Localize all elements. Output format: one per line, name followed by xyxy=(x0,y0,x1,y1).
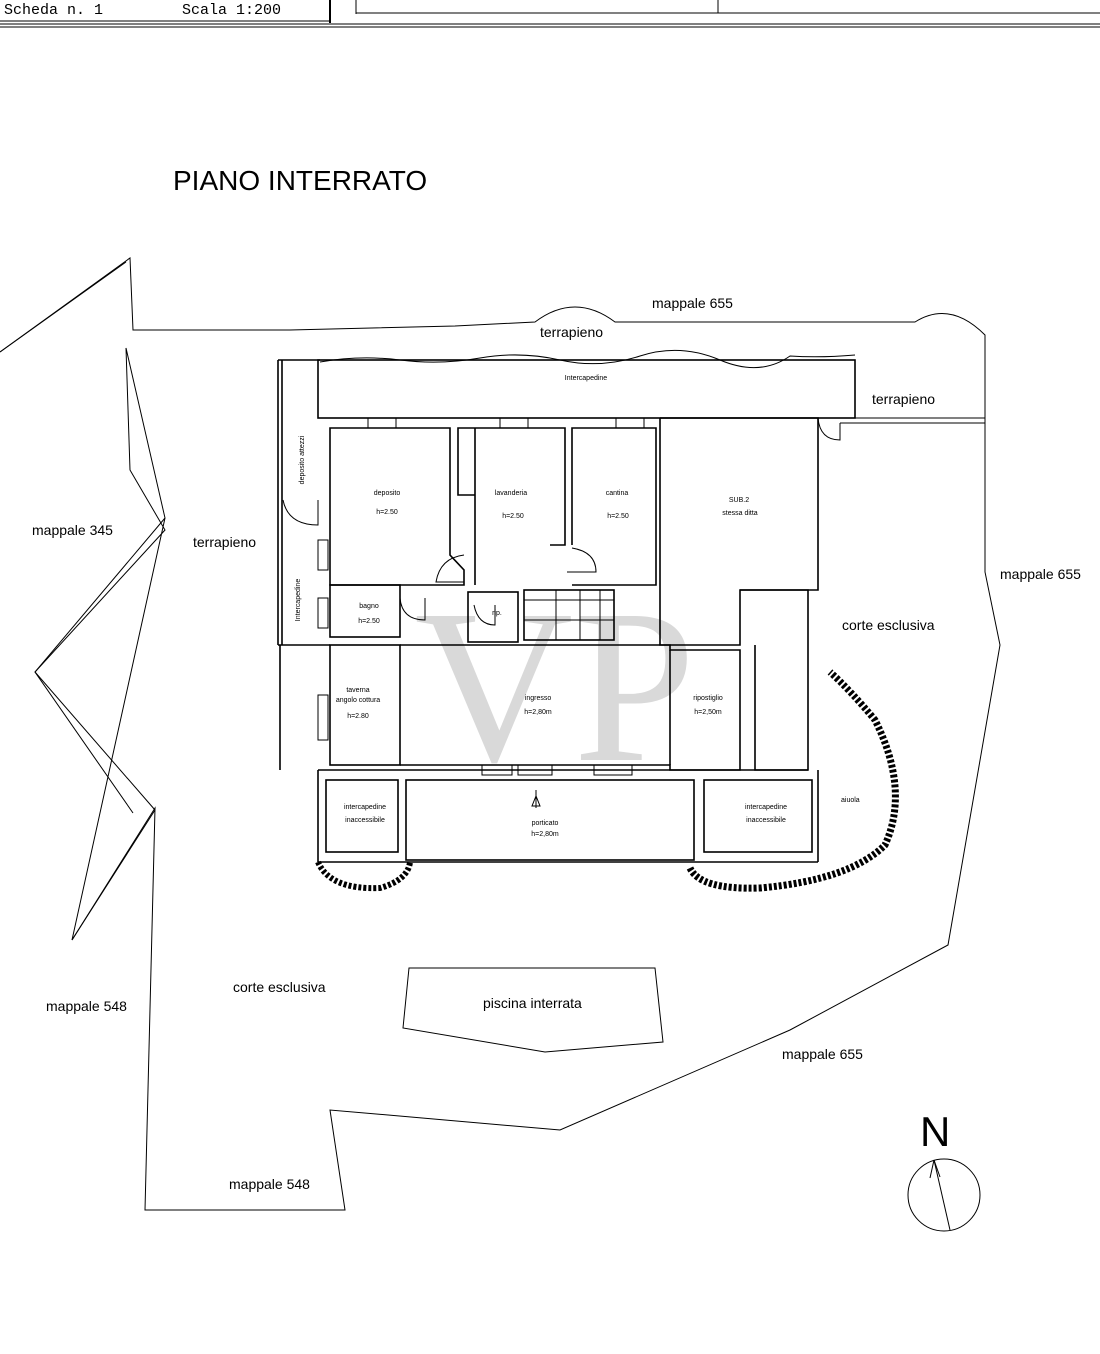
north-label: N xyxy=(920,1108,950,1155)
swimming-pool xyxy=(402,967,664,1053)
room-taverna-height: h=2.80 xyxy=(347,713,369,720)
room-lavanderia-height: h=2.50 xyxy=(502,513,524,520)
north-arrow: N xyxy=(907,1108,981,1232)
room-sub2-subtitle: stessa ditta xyxy=(722,510,758,517)
room-ripostiglio-height: h=2,50m xyxy=(694,709,722,716)
room-taverna: taverna xyxy=(346,687,369,694)
label-terrapieno-top: terrapieno xyxy=(540,324,603,340)
room-ingresso-height: h=2,80m xyxy=(524,709,552,716)
sheet-header: Scheda n. 1 Scala 1:200 xyxy=(0,0,1100,30)
header-frame xyxy=(0,0,1100,28)
room-lavanderia: lavanderia xyxy=(495,490,527,497)
room-ripostiglio-small: rip. xyxy=(492,610,502,617)
room-ripostiglio: ripostiglio xyxy=(693,695,723,702)
room-sub2: SUB.2 xyxy=(729,497,749,504)
sheet-number-label: Scheda n. 1 xyxy=(4,2,104,19)
room-taverna-subtitle: angolo cottura xyxy=(336,697,380,704)
entrance-arrow xyxy=(531,790,541,808)
room-cantina-height: h=2.50 xyxy=(607,513,629,520)
label-mappale-655-top: mappale 655 xyxy=(652,295,733,311)
label-mappale-548-bottom: mappale 548 xyxy=(229,1176,310,1192)
label-corte-esclusiva-right: corte esclusiva xyxy=(842,617,935,633)
room-intercapedine-top: Intercapedine xyxy=(565,375,608,382)
door-swings xyxy=(282,499,597,626)
scale-label: Scala 1:200 xyxy=(182,2,282,19)
label-piscina: piscina interrata xyxy=(483,995,582,1011)
label-terrapieno-left: terrapieno xyxy=(193,534,256,550)
right-corridor-door xyxy=(817,417,841,441)
property-boundary xyxy=(0,257,1001,1211)
room-intercapedine-right-1: intercapedine xyxy=(745,804,787,811)
terrapieno-edge xyxy=(319,349,856,369)
window-markers xyxy=(317,417,645,776)
room-intercapedine-left: Intercapedine xyxy=(295,579,302,622)
room-porticato: porticato xyxy=(532,820,559,827)
label-mappale-655-bottom: mappale 655 xyxy=(782,1046,863,1062)
room-ingresso: ingresso xyxy=(525,695,552,702)
label-aiuola: aiuola xyxy=(841,797,860,804)
watermark-logo: VP xyxy=(414,564,695,808)
room-intercapedine-left-2: inaccessibile xyxy=(345,817,385,824)
room-porticato-height: h=2,80m xyxy=(531,831,559,838)
curved-retaining-walls xyxy=(315,669,899,892)
label-terrapieno-right: terrapieno xyxy=(872,391,935,407)
room-intercapedine-right-2: inaccessibile xyxy=(746,817,786,824)
label-mappale-345: mappale 345 xyxy=(32,522,113,538)
room-bagno-height: h=2.50 xyxy=(358,618,380,625)
label-mappale-655-right: mappale 655 xyxy=(1000,566,1081,582)
room-deposito-height: h=2.50 xyxy=(376,509,398,516)
page-title: PIANO INTERRATO xyxy=(173,165,427,196)
room-cantina: cantina xyxy=(606,490,629,497)
label-corte-esclusiva-bottom: corte esclusiva xyxy=(233,979,326,995)
label-mappale-548-left: mappale 548 xyxy=(46,998,127,1014)
boundary-segment-left xyxy=(0,261,166,941)
room-deposito: deposito xyxy=(374,490,401,497)
room-intercapedine-left-1: intercapedine xyxy=(344,804,386,811)
room-deposito-attrezzi: deposito attezzi xyxy=(299,435,306,484)
room-bagno: bagno xyxy=(359,603,379,610)
